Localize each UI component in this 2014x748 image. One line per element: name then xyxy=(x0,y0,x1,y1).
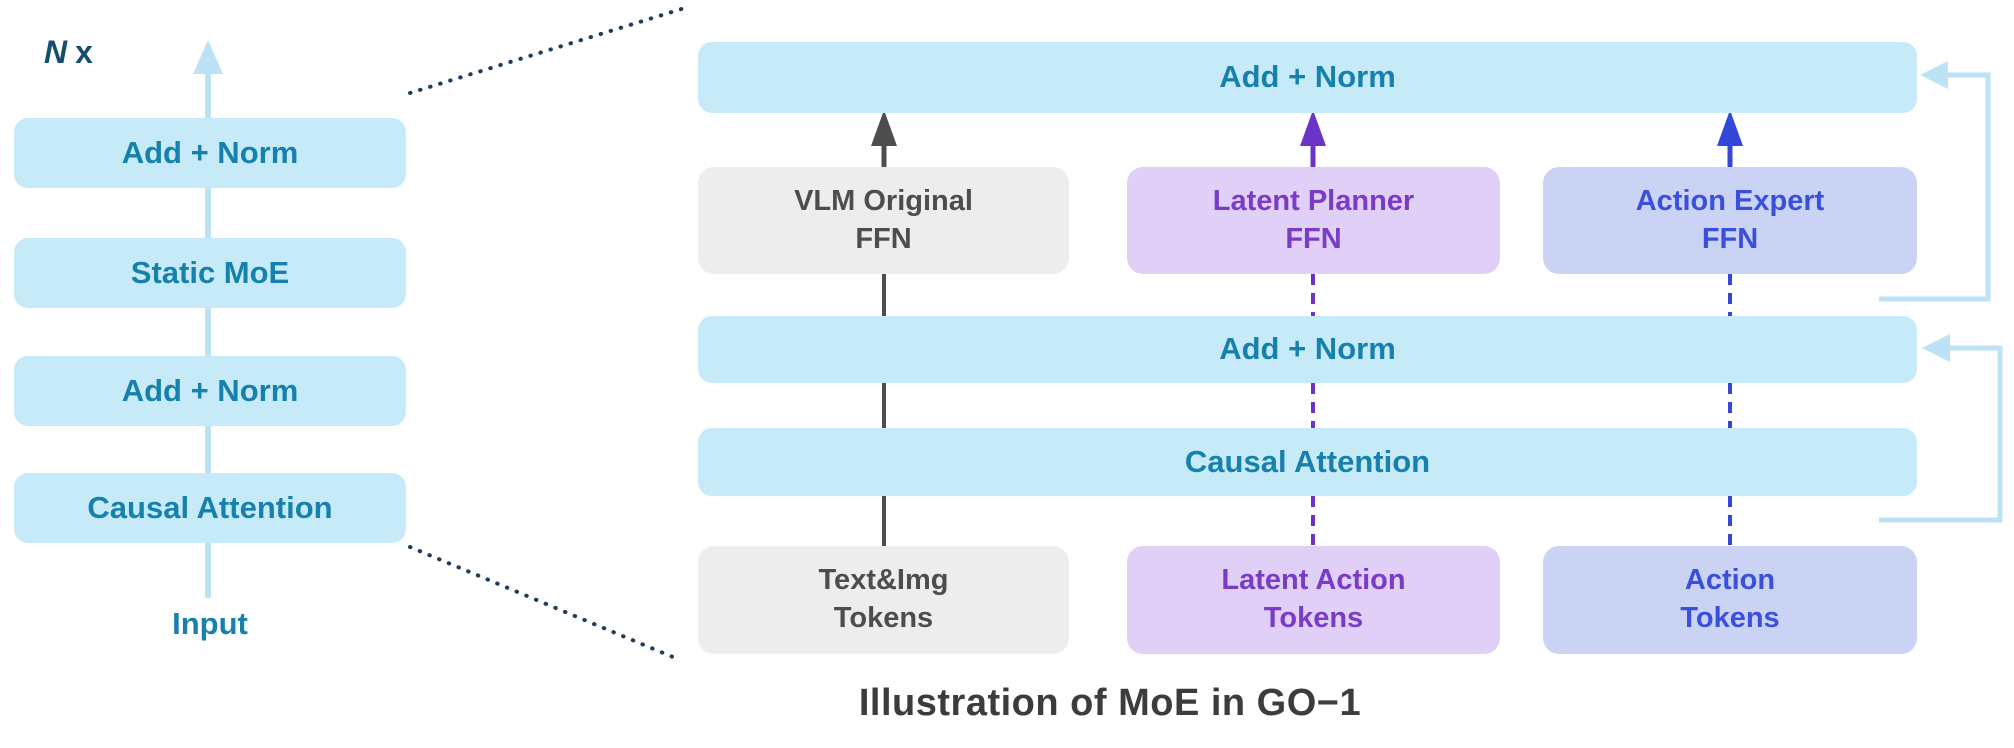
expert-label: Latent Planner FFN xyxy=(1212,184,1415,255)
left-block-label: Add + Norm xyxy=(121,134,299,170)
dotted-connector-bottom xyxy=(408,545,682,662)
expert-label: Action Expert FFN xyxy=(1635,184,1825,255)
token-label: Action Tokens xyxy=(1680,564,1780,634)
multiplier-n: N xyxy=(44,34,68,70)
action-expert-up-arrow-icon xyxy=(1717,110,1743,146)
left-block-causal-attention: Causal Attention xyxy=(14,473,406,543)
tokens-text-img: Text&Img Tokens xyxy=(698,546,1069,654)
token-label: Text&Img Tokens xyxy=(818,564,949,634)
diagram-caption: Illustration of MoE in GO−1 xyxy=(858,682,1362,724)
bar-label: Add + Norm xyxy=(1219,59,1396,95)
left-block-add-norm-top: Add + Norm xyxy=(14,118,406,188)
multiplier-x: x xyxy=(75,34,93,70)
bar-label: Add + Norm xyxy=(1219,331,1396,367)
left-block-label: Causal Attention xyxy=(87,489,333,525)
residual-attention-arrow-icon xyxy=(1922,334,1950,362)
right-bar-add-norm-middle: Add + Norm xyxy=(698,316,1917,383)
latent-planner-column-lines xyxy=(1300,110,1326,546)
left-block-add-norm-bottom: Add + Norm xyxy=(14,356,406,426)
residual-connection-ffn xyxy=(1879,61,1991,302)
tokens-action: Action Tokens xyxy=(1543,546,1917,654)
left-block-label: Add + Norm xyxy=(121,372,299,408)
vlm-up-arrow-icon xyxy=(871,110,897,146)
tokens-latent-action: Latent Action Tokens xyxy=(1127,546,1500,654)
expert-label: VLM Original FFN xyxy=(794,184,973,255)
right-bar-add-norm-top: Add + Norm xyxy=(698,42,1917,113)
expert-vlm-original-ffn: VLM Original FFN xyxy=(698,167,1069,274)
residual-connection-attention xyxy=(1879,334,2003,523)
action-expert-column-lines xyxy=(1717,110,1743,546)
token-label: Latent Action Tokens xyxy=(1221,564,1406,634)
input-label: Input xyxy=(172,606,248,641)
dotted-connector-top xyxy=(408,5,690,95)
right-bar-causal-attention: Causal Attention xyxy=(698,428,1917,496)
vlm-column-lines xyxy=(871,110,897,546)
expert-latent-planner-ffn: Latent Planner FFN xyxy=(1127,167,1500,274)
bar-label: Causal Attention xyxy=(1184,443,1431,479)
residual-ffn-arrow-icon xyxy=(1920,61,1948,89)
expert-action-expert-ffn: Action Expert FFN xyxy=(1543,167,1917,274)
left-block-static-moe: Static MoE xyxy=(14,238,406,308)
latent-planner-up-arrow-icon xyxy=(1300,110,1326,146)
left-block-label: Static MoE xyxy=(130,254,290,290)
